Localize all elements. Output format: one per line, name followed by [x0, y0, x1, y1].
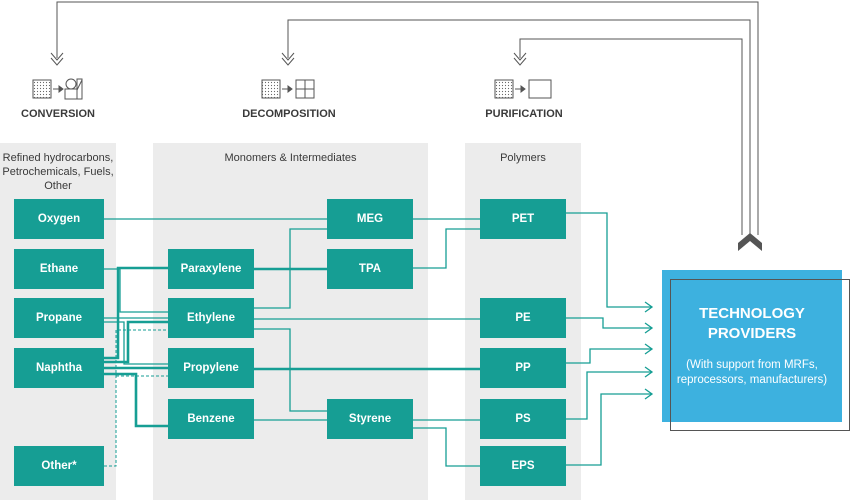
- connector-eps-tech: [566, 393, 652, 466]
- connector-pet-tech: [566, 212, 652, 308]
- node-pet: PET: [480, 199, 566, 239]
- technology-providers-frame: [670, 279, 850, 431]
- connector-ethylene-meg: [254, 228, 327, 309]
- feedback-arrow-decomposition: [281, 52, 295, 66]
- node-naphtha: Naphtha: [14, 348, 104, 388]
- node-styrene: Styrene: [327, 399, 413, 439]
- node-benzene: Benzene: [168, 399, 254, 439]
- node-pp: PP: [480, 348, 566, 388]
- feedback-line-purification: [519, 38, 743, 235]
- connector-propane-propylene: [104, 321, 168, 365]
- node-meg: MEG: [327, 199, 413, 239]
- connector-other-ethylene: [104, 329, 168, 467]
- node-other: Other*: [14, 446, 104, 486]
- node-ethane: Ethane: [14, 249, 104, 289]
- node-paraxylene: Paraxylene: [168, 249, 254, 289]
- stage-decomposition-label: DECOMPOSITION: [242, 108, 336, 120]
- node-eps: EPS: [480, 446, 566, 486]
- feedback-line-conversion: [56, 1, 759, 235]
- node-ethylene: Ethylene: [168, 298, 254, 338]
- connector-pe-tech: [566, 317, 652, 329]
- decomposition-icon: [261, 79, 315, 99]
- connector-naphtha-paraxylene: [104, 266, 168, 360]
- arrowhead-ps: [644, 366, 654, 378]
- arrowhead-pe: [644, 322, 654, 334]
- stage-conversion-label: CONVERSION: [21, 108, 95, 120]
- connector-naphtha-benzene: [104, 372, 168, 428]
- node-oxygen: Oxygen: [14, 199, 104, 239]
- node-tpa: TPA: [327, 249, 413, 289]
- node-pe: PE: [480, 298, 566, 338]
- feedback-line-decomposition: [287, 19, 751, 235]
- arrowhead-pet: [644, 301, 654, 313]
- feedback-chevron-icon: [738, 233, 762, 251]
- connector-ps-tech: [566, 371, 652, 420]
- node-ps: PS: [480, 399, 566, 439]
- feedback-arrow-conversion: [50, 52, 64, 66]
- feedback-arrow-purification: [513, 52, 527, 66]
- node-propane: Propane: [14, 298, 104, 338]
- arrowhead-pp: [644, 343, 654, 355]
- column-refined-label: Refined hydrocarbons, Petrochemicals, Fu…: [2, 152, 114, 192]
- purification-icon: [494, 79, 552, 99]
- arrowhead-eps: [644, 388, 654, 400]
- connector-tpa-pet: [413, 228, 480, 269]
- technology-providers-box: TECHNOLOGY PROVIDERS (With support from …: [662, 270, 842, 422]
- connector-styrene-eps: [413, 427, 480, 467]
- node-propylene: Propylene: [168, 348, 254, 388]
- conversion-icon: [32, 78, 83, 100]
- technology-providers-subtitle: (With support from MRFs, reprocessors, m…: [676, 359, 828, 386]
- column-polymers-label: Polymers: [500, 152, 546, 164]
- column-monomers-label: Monomers & Intermediates: [224, 152, 357, 164]
- connector-pp-tech: [566, 348, 652, 364]
- stage-purification-label: PURIFICATION: [485, 108, 563, 120]
- connector-ethane-ethylene: [104, 268, 168, 313]
- technology-providers-title: TECHNOLOGY PROVIDERS: [699, 305, 805, 342]
- connector-naphtha-ethylene: [104, 320, 168, 364]
